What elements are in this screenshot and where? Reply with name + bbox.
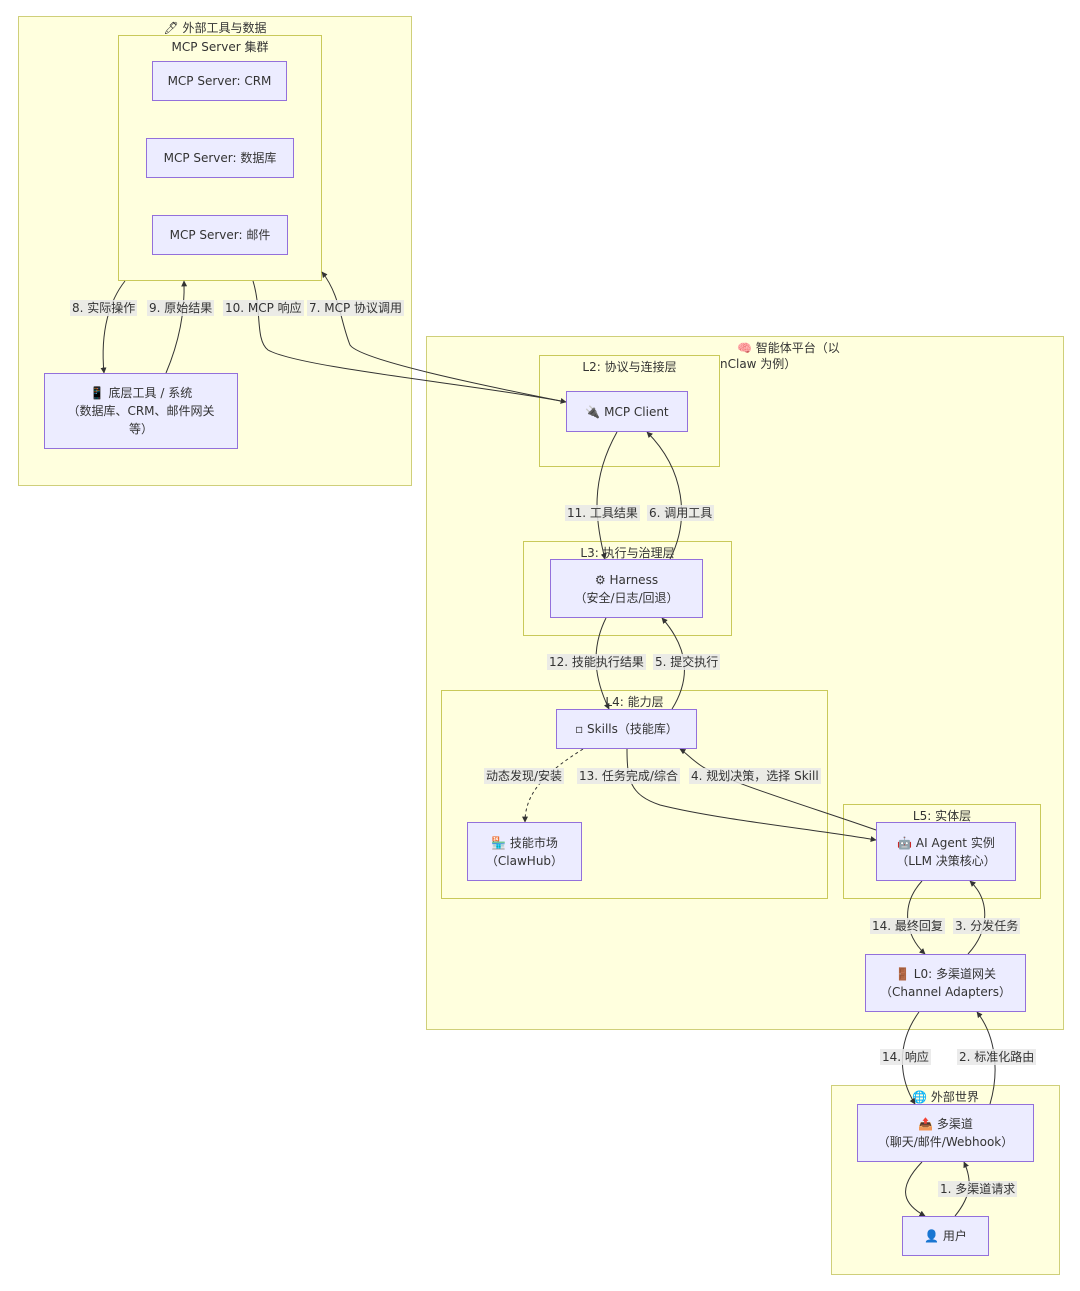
mcp-server-db-node: MCP Server: 数据库 [146,138,294,178]
mcp-client-node: 🔌 MCP Client [566,391,688,432]
external-tools-title: 🖊 外部工具与数据 [163,21,267,35]
harness-line2: （安全/日志/回退） [574,590,679,605]
gateway-line2: （Channel Adapters） [880,985,1011,999]
edge-label-9: 9. 原始结果 [147,300,215,316]
base-tools-line2: （数据库、CRM、邮件网关 [67,404,215,418]
edge-8 [100,280,126,374]
harness-line1: ⚙ Harness [594,572,659,587]
skills-node: ▫ Skills（技能库） [556,709,697,749]
mcp-cluster-title: MCP Server 集群 [171,40,269,54]
edge-label-13: 13. 任务完成/综合 [577,768,680,784]
edge-label-11: 11. 工具结果 [565,505,640,521]
agent-platform-title-line2: nClaw 为例） [720,357,797,371]
edge-3 [967,880,986,955]
mcp-server-mail-node: MCP Server: 邮件 [152,215,288,255]
agent-platform-cluster: 🧠 智能体平台（以 [426,336,1064,1030]
base-tools-node: 📱 底层工具 / 系统 （数据库、CRM、邮件网关 等） [44,373,238,449]
edge-9 [165,280,188,374]
ai-agent-line1: 🤖 AI Agent 实例 [897,835,995,850]
edge-11 [596,431,618,560]
user-label: 👤 用户 [924,1229,967,1243]
mcp-server-crm-node: MCP Server: CRM [152,61,287,101]
l4-title: L4: 能力层 [605,695,664,709]
l2-title: L2: 协议与连接层 [582,360,677,374]
channels-line1: 📤 多渠道 [918,1117,973,1131]
edge-13 [626,748,877,843]
outside-world-title: 🌐 外部世界 [912,1090,979,1104]
mcp-server-crm-label: MCP Server: CRM [167,74,272,88]
edge-10 [252,280,567,404]
user-node: 👤 用户 [902,1216,989,1256]
edge-label-1: 1. 多渠道请求 [938,1181,1018,1197]
harness-node: ⚙ Harness （安全/日志/回退） [550,559,703,618]
edge-discover [522,748,584,823]
edge-label-4: 4. 规划决策，选择 Skill [689,768,821,784]
edge-label-8: 8. 实际操作 [70,300,138,316]
gateway-node: 🚪 L0: 多渠道网关 （Channel Adapters） [865,954,1026,1012]
edge-label-discover: 动态发现/安装 [484,768,565,784]
edge-label-12: 12. 技能执行结果 [547,654,646,670]
edge-label-10: 10. MCP 响应 [223,300,304,316]
edge-label-2: 2. 标准化路由 [957,1049,1037,1065]
edge-label-14a: 14. 最终回复 [870,918,945,934]
agent-platform-title: 🧠 智能体平台（以 [737,341,840,355]
skill-market-node: 🏪 技能市场 （ClawHub） [467,822,582,881]
edge-1-down [905,1161,926,1217]
channels-line2: （聊天/邮件/Webhook） [877,1135,1014,1149]
mcp-client-label: 🔌 MCP Client [585,404,669,419]
base-tools-line3: 等） [128,422,153,436]
mcp-server-db-label: MCP Server: 数据库 [163,151,277,165]
mcp-server-mail-label: MCP Server: 邮件 [169,228,271,242]
edge-label-5: 5. 提交执行 [653,654,721,670]
edge-7 [321,271,567,403]
edge-label-7: 7. MCP 协议调用 [307,300,405,316]
edge-label-3: 3. 分发任务 [953,918,1021,934]
channels-node: 📤 多渠道 （聊天/邮件/Webhook） [857,1104,1034,1162]
edge-6 [646,431,683,560]
edge-4 [679,748,877,831]
l5-title: L5: 实体层 [912,809,972,823]
skill-market-line2: （ClawHub） [485,853,564,868]
gateway-line1: 🚪 L0: 多渠道网关 [895,967,996,981]
ai-agent-line2: （LLM 决策核心） [896,853,996,868]
edge-label-14b: 14. 响应 [880,1049,931,1065]
edge-label-6: 6. 调用工具 [647,505,715,521]
base-tools-line1: 📱 底层工具 / 系统 [89,386,193,400]
skill-market-line1: 🏪 技能市场 [491,835,558,850]
ai-agent-node: 🤖 AI Agent 实例 （LLM 决策核心） [876,822,1016,881]
skills-label: ▫ Skills（技能库） [575,722,678,736]
